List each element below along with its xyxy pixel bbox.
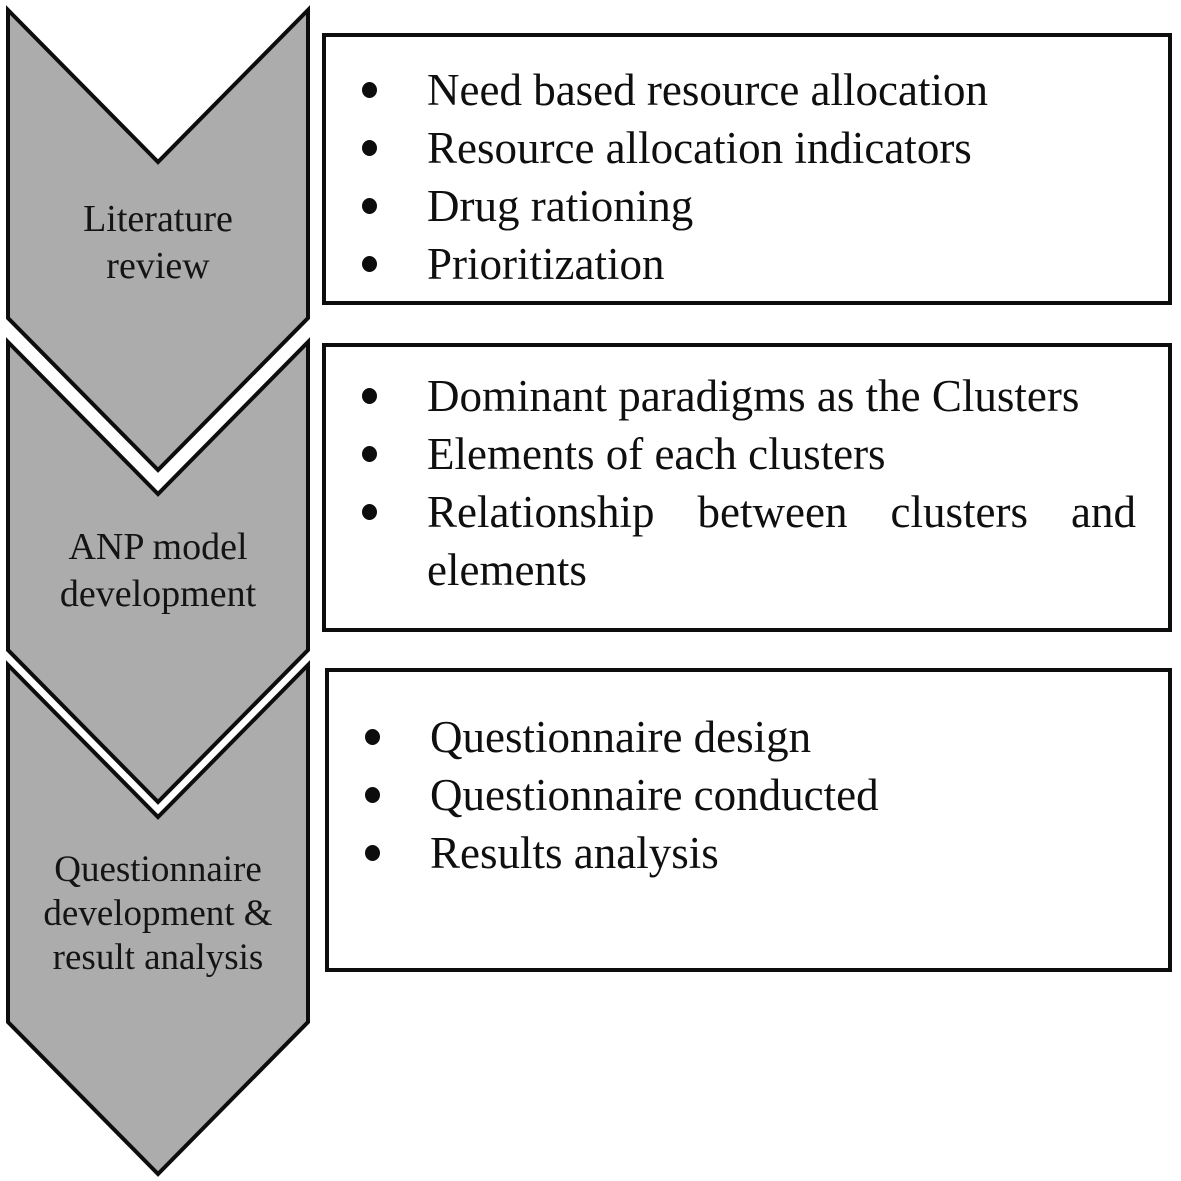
- list-item-text: Elements of each clusters: [427, 429, 886, 479]
- list-item: Questionnaire conducted: [329, 766, 1136, 824]
- bullet-list: Questionnaire design Questionnaire condu…: [329, 672, 1168, 968]
- chevron-column: [6, 5, 310, 1177]
- list-item-text: Relationship between clusters and elemen…: [427, 487, 1136, 595]
- bullet-box-questionnaire-development: Questionnaire design Questionnaire condu…: [325, 668, 1172, 972]
- list-item-text: Results analysis: [430, 828, 719, 878]
- bullet-list: Need based resource allocation Resource …: [326, 37, 1168, 301]
- list-item: Results analysis: [329, 824, 1136, 882]
- list-item: Need based resource allocation: [326, 61, 1136, 119]
- list-item-text: Dominant paradigms as the Clusters: [427, 371, 1080, 421]
- list-item: Prioritization: [326, 235, 1136, 293]
- bullet-icon: [362, 504, 377, 520]
- list-item: Drug rationing: [326, 177, 1136, 235]
- step-label-line: development &: [43, 893, 273, 934]
- chevron-shape-anp-model-development: [6, 337, 310, 805]
- list-item: Elements of each clusters: [326, 425, 1136, 483]
- step-label-line: development: [59, 573, 257, 615]
- bullet-icon: [362, 140, 377, 156]
- bullet-box-anp-model-development: Dominant paradigms as the Clusters Eleme…: [322, 343, 1172, 632]
- list-item-text: Drug rationing: [427, 181, 694, 231]
- bullet-box-literature-review: Need based resource allocation Resource …: [322, 33, 1172, 305]
- list-item: Dominant paradigms as the Clusters: [326, 367, 1136, 425]
- bullet-icon: [365, 787, 380, 803]
- list-item-text: Need based resource allocation: [427, 65, 988, 115]
- step-label-line: review: [106, 245, 210, 287]
- bullet-icon: [362, 256, 377, 272]
- list-item: Questionnaire design: [329, 708, 1136, 766]
- bullet-icon: [362, 82, 377, 98]
- step-label-line: Questionnaire: [54, 849, 262, 890]
- list-item-text: Questionnaire conducted: [430, 770, 879, 820]
- list-item-text: Questionnaire design: [430, 712, 812, 762]
- bullet-icon: [365, 845, 380, 861]
- step-label-line: ANP model: [68, 526, 248, 568]
- bullet-icon: [362, 198, 377, 214]
- list-item-text: Prioritization: [427, 239, 665, 289]
- bullet-icon: [365, 729, 380, 745]
- list-item: Relationship between clusters and elemen…: [326, 483, 1136, 599]
- step-label-literature-review: Literature review: [8, 196, 308, 290]
- step-label-line: Literature: [83, 198, 233, 240]
- bullet-list: Dominant paradigms as the Clusters Eleme…: [326, 347, 1168, 628]
- list-item: Resource allocation indicators: [326, 119, 1136, 177]
- bullet-icon: [362, 446, 377, 462]
- bullet-icon: [362, 388, 377, 404]
- step-label-line: result analysis: [52, 937, 264, 978]
- chevron-shape-literature-review: [6, 5, 310, 473]
- list-item-text: Resource allocation indicators: [427, 123, 972, 173]
- chevron-shape-questionnaire-development: [6, 660, 310, 1177]
- step-label-questionnaire-development: Questionnaire development & result analy…: [8, 848, 308, 980]
- step-label-anp-model-development: ANP model development: [8, 524, 308, 618]
